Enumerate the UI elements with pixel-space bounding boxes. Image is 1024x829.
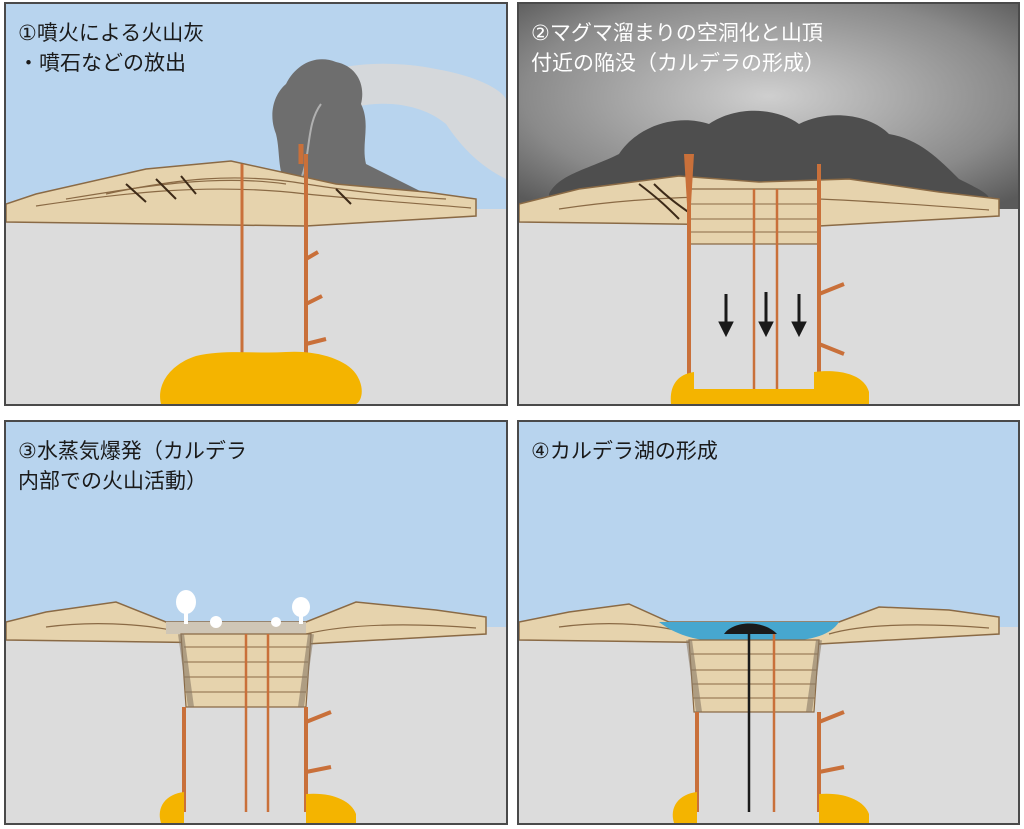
caption-eruption: ①噴火による火山灰 ・噴石などの放出 <box>18 21 205 75</box>
collapse-illustration <box>519 4 1018 404</box>
panel-eruption: ①噴火による火山灰 ・噴石などの放出 <box>4 2 508 406</box>
down-arrow-icon <box>718 292 807 338</box>
caption-caldera-lake: ④カルデラ湖の形成 <box>531 439 718 463</box>
ash-cloud <box>549 110 989 199</box>
lava-dome <box>724 623 777 634</box>
caption-caldera-collapse: ②マグマ溜まりの空洞化と山頂 付近の陥没（カルデラの形成） <box>531 21 825 75</box>
phreatic-illustration <box>6 422 506 823</box>
panel-caldera-lake: ④カルデラ湖の形成 <box>517 420 1020 825</box>
caption-phreatic-explosion: ③水蒸気爆発（カルデラ 内部での火山活動） <box>18 439 247 493</box>
ring-fault <box>687 154 845 389</box>
panel-phreatic-explosion: ③水蒸気爆発（カルデラ 内部での火山活動） <box>4 420 508 825</box>
smoke-column <box>272 59 426 199</box>
magma-chamber <box>160 351 362 404</box>
caldera-lake-illustration <box>519 422 1018 823</box>
magma-conduit <box>304 154 327 359</box>
eruption-illustration <box>6 4 506 404</box>
steam-plume-icon <box>176 590 310 628</box>
panel-caldera-collapse: ②マグマ溜まりの空洞化と山頂 付近の陥没（カルデラの形成） <box>517 2 1020 406</box>
